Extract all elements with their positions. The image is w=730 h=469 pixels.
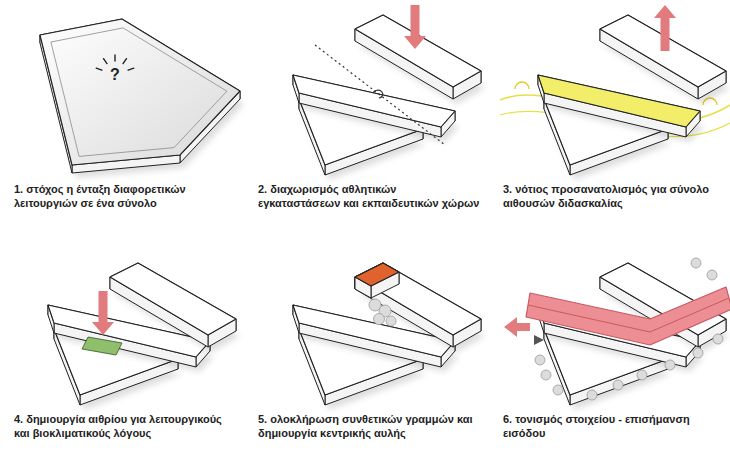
concept-panel xyxy=(48,263,240,410)
tree-symbol xyxy=(693,348,703,358)
highlight-band-line xyxy=(528,305,650,332)
concept-panel xyxy=(504,258,730,410)
tree-symbol xyxy=(713,334,723,344)
inset-outline xyxy=(51,28,227,157)
sun-symbol xyxy=(515,82,529,89)
direction-arrow xyxy=(654,5,676,51)
highlight-band xyxy=(526,287,730,345)
entrance-arrow xyxy=(504,317,530,337)
tree-symbol xyxy=(553,385,563,395)
sports-volume-top xyxy=(110,263,236,335)
entrance-marker xyxy=(534,335,544,345)
tree-symbol xyxy=(637,370,647,380)
step-caption: 2. διαχωρισμός αθλητικών εγκαταστάσεων κ… xyxy=(258,182,480,210)
site-slab-top xyxy=(40,19,240,165)
step-caption: 5. ολοκλήρωση συνθετικών γραμμών και δημ… xyxy=(258,412,480,440)
atrium-green xyxy=(82,337,122,355)
concept-panel xyxy=(40,19,244,178)
direction-arrow xyxy=(404,5,426,49)
idea-ray xyxy=(114,55,115,61)
highlight-band-line xyxy=(650,298,729,332)
concept-panel xyxy=(293,5,485,180)
tree-symbol xyxy=(535,355,545,365)
idea-ray xyxy=(104,59,107,64)
tree-symbol xyxy=(541,370,551,380)
direction-arrow xyxy=(92,291,114,335)
tree-symbol xyxy=(386,316,396,326)
tree-symbol xyxy=(374,314,385,325)
step-caption: 6. τονισμός στοιχείου - επισήμανση εισόδ… xyxy=(503,412,725,440)
division-line xyxy=(315,45,445,145)
concept-panel xyxy=(500,5,730,180)
concept-panel xyxy=(293,263,485,410)
tree-symbol xyxy=(691,258,701,268)
step-caption: 4. δημιουργία αιθρίου για λειτουργικούς … xyxy=(14,412,236,440)
tree-symbol xyxy=(613,380,623,390)
step-caption: 1. στόχος η ένταξη διαφορετικών λειτουργ… xyxy=(14,182,236,210)
tree-symbol xyxy=(665,360,675,370)
accent-volume-top xyxy=(355,263,399,286)
idea-symbol: ? xyxy=(109,65,121,85)
tree-symbol xyxy=(587,390,597,400)
idea-ray xyxy=(123,59,126,64)
pivot-mark xyxy=(373,90,383,98)
tree-symbol xyxy=(707,270,717,280)
idea-ray xyxy=(128,68,134,70)
idea-ray xyxy=(96,68,102,70)
sports-volume-top xyxy=(355,263,481,335)
step-caption: 3. νότιος προσανατολισμός για σύνολο αιθ… xyxy=(503,182,725,210)
